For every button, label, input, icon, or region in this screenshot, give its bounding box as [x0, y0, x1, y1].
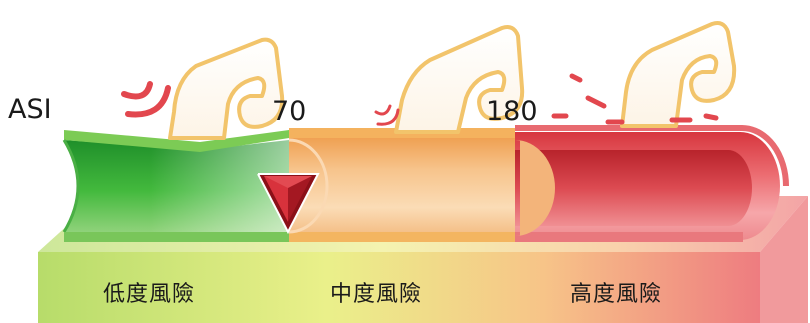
threshold-low: 70	[272, 96, 307, 127]
triangle-marker-icon	[257, 173, 320, 235]
measure-label: ASI	[8, 94, 52, 125]
threshold-high: 180	[486, 96, 538, 127]
pulse-wave-icon	[551, 73, 719, 125]
zone-label-low: 低度風險	[103, 282, 196, 307]
zone-label-high: 高度風險	[570, 282, 663, 307]
tube-low-risk	[62, 130, 329, 242]
finger-press-icon	[168, 37, 285, 140]
finger-press-icon	[394, 25, 525, 134]
zone-label-medium: 中度風險	[330, 282, 423, 307]
pulse-wave-icon	[121, 81, 400, 126]
tube-high-risk	[515, 125, 789, 242]
finger-press-icon	[620, 21, 737, 128]
